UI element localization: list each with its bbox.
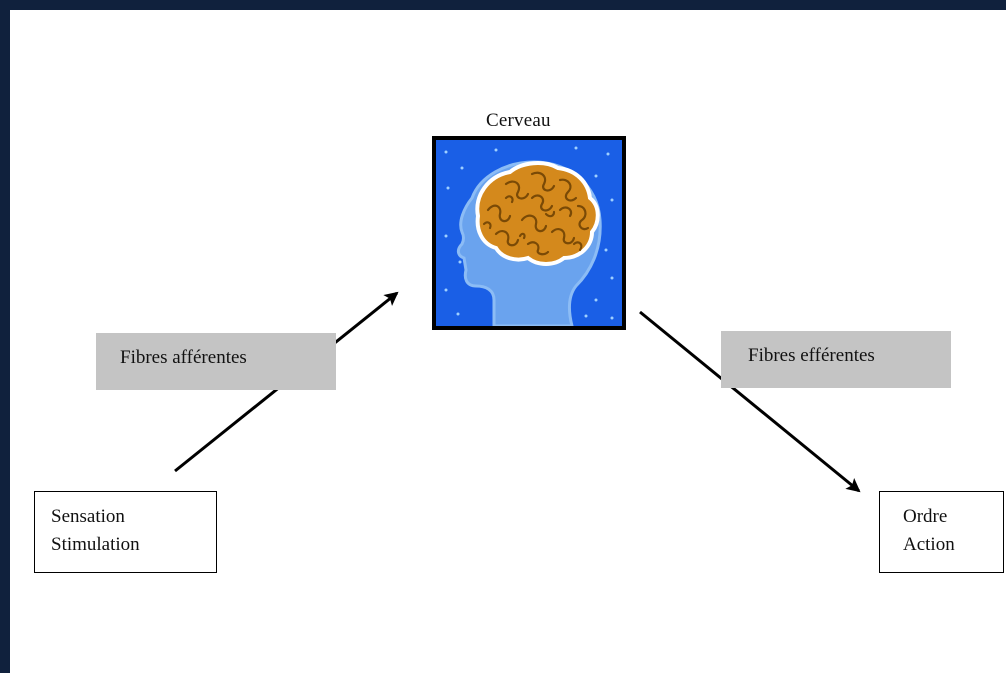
sparkle-dots — [444, 146, 614, 320]
input-box-line-1: Sensation — [51, 506, 125, 527]
brain-folds — [482, 171, 590, 256]
efferent-fibers-label: Fibres efférentes — [721, 331, 951, 388]
afferent-fibers-label: Fibres afférentes — [96, 333, 336, 390]
brain-label: Cerveau — [486, 110, 551, 131]
efferent-arrow — [639, 310, 861, 493]
brain-in-head-icon — [444, 146, 614, 326]
diagram-canvas: Cerveau — [10, 10, 1006, 673]
output-box-line-1: Ordre — [903, 506, 948, 527]
brain-image — [432, 136, 626, 330]
output-box: Ordre Action — [879, 491, 1004, 573]
input-box: Sensation Stimulation — [34, 491, 217, 573]
output-box-line-2: Action — [903, 534, 955, 555]
input-box-line-2: Stimulation — [51, 534, 140, 555]
